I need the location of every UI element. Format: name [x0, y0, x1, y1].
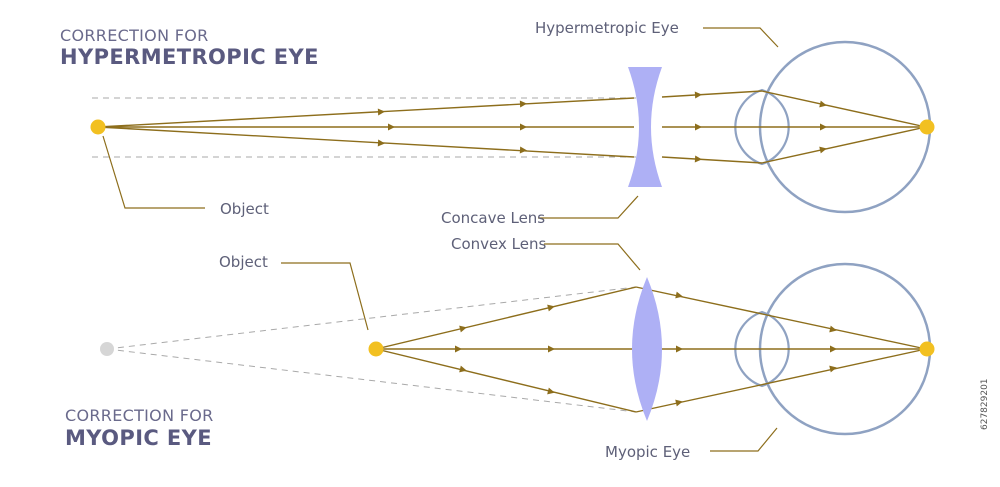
top-ray-arrows [377, 91, 827, 163]
top-ray-lower-to-retina [761, 126, 927, 164]
hypermetropic-eye-label: Hypermetropic Eye [535, 19, 679, 37]
ray-arrow [695, 123, 702, 131]
bottom-ray-upper-incident [375, 286, 637, 350]
ray-arrow [377, 139, 385, 147]
top-eye-leader [703, 27, 779, 48]
bottom-dashed-virtual-lower [106, 348, 637, 413]
top-ray-upper-refracted [661, 90, 763, 98]
ray-arrow [675, 291, 683, 299]
top-ray-upper-incident [97, 97, 635, 128]
bottom-ray-upper-to-retina [635, 286, 927, 350]
ray-arrow [459, 325, 467, 333]
ray-arrow [547, 387, 555, 395]
ray-arrow [548, 345, 555, 353]
virtual-object-point [100, 342, 114, 356]
ray-arrow [377, 108, 385, 116]
ray-arrow [455, 345, 462, 353]
ray-arrow [694, 91, 702, 99]
bottom-ray-lower-to-retina [635, 348, 927, 413]
ray-arrow [519, 100, 527, 108]
bottom-title-line1: CORRECTION FOR [65, 406, 214, 425]
concave-lens-label: Concave Lens [441, 209, 545, 227]
top-object-label: Object [220, 200, 269, 218]
top-object-leader [102, 135, 205, 209]
ray-arrow [829, 325, 837, 333]
myopic-eye-label: Myopic Eye [605, 443, 690, 461]
ray-arrow [459, 365, 467, 373]
myopic-section: CORRECTION FOR MYOPIC EYE [65, 235, 935, 461]
side-id-text: 627829201 [980, 378, 990, 430]
top-object-point [90, 119, 106, 135]
top-title-line2: HYPERMETROPIC EYE [60, 45, 319, 69]
bottom-object-point [368, 341, 384, 357]
top-ray-lower-incident [97, 126, 635, 158]
ray-arrow [819, 100, 827, 108]
concave-lens [628, 67, 662, 187]
top-ray-upper-to-retina [761, 90, 927, 128]
ray-arrow [388, 123, 395, 131]
bottom-title-line2: MYOPIC EYE [65, 426, 212, 450]
bottom-retina-focus-point [919, 341, 935, 357]
bottom-eye-leader [710, 427, 778, 452]
myopic-eye-lens [734, 310, 790, 388]
hypermetropic-section: CORRECTION FOR HYPERMETROPIC EYE [60, 19, 935, 227]
top-lens-leader [538, 195, 639, 219]
ray-arrow [675, 399, 683, 407]
ray-arrow [829, 365, 837, 373]
convex-lens [632, 277, 662, 421]
ray-arrow [519, 146, 527, 154]
bottom-dashed-virtual-upper [106, 286, 637, 350]
top-title-line1: CORRECTION FOR [60, 26, 209, 45]
hypermetropic-eye-lens [734, 88, 790, 166]
ray-arrow [830, 345, 837, 353]
bottom-ray-arrows [455, 291, 837, 407]
convex-lens-label: Convex Lens [451, 235, 546, 253]
bottom-object-label: Object [219, 253, 268, 271]
ray-arrow [694, 155, 702, 163]
bottom-lens-leader [544, 243, 641, 271]
bottom-object-leader [281, 262, 369, 331]
bottom-ray-lower-incident [375, 348, 637, 413]
ray-arrow [676, 345, 683, 353]
top-retina-focus-point [919, 119, 935, 135]
ray-arrow [820, 123, 827, 131]
ray-arrow [520, 123, 527, 131]
ray-arrow [819, 146, 827, 154]
top-ray-lower-refracted [661, 156, 763, 164]
ray-arrow [547, 304, 555, 312]
